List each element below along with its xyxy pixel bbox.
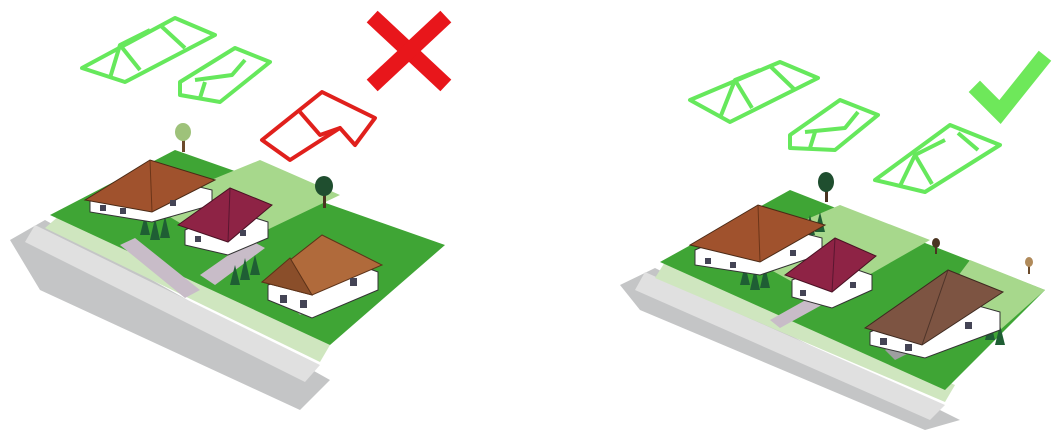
panel-correct [620,62,1045,430]
tree [818,172,834,202]
roof-outline-proposed-incompatible [262,92,375,160]
tree [175,123,191,152]
panel-incorrect [10,18,445,410]
roof-outline-proposed-compatible [875,125,1000,192]
roof-outline-existing-2 [180,48,270,102]
roof-outline-existing-1 [690,62,818,122]
tree [1025,257,1033,274]
cross-icon [378,22,440,80]
roof-outline-existing-2 [790,100,878,150]
check-icon [980,62,1040,112]
